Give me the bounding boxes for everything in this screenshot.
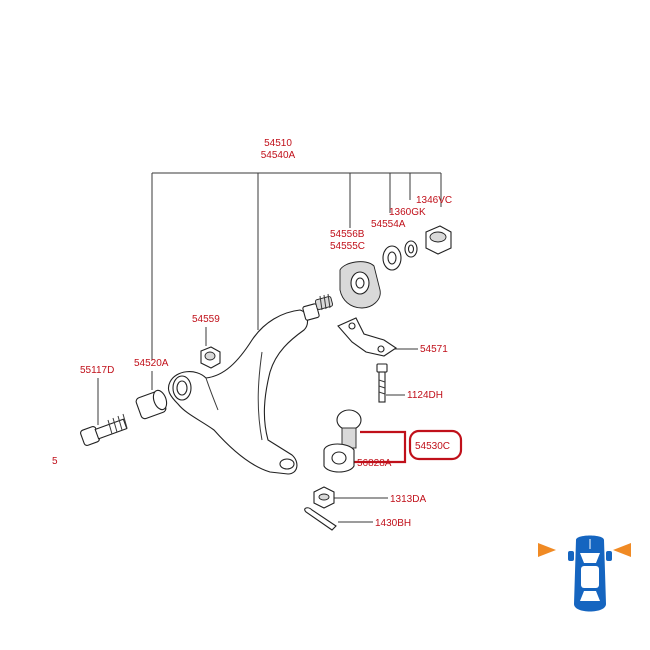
cotter-pin-1430BH[interactable] [304, 507, 337, 531]
car-top-view-icon [538, 535, 631, 612]
bolt-1124DH[interactable] [376, 363, 388, 403]
part-label-54520A[interactable]: 54520A [134, 358, 169, 369]
part-label-1360GK[interactable]: 1360GK [389, 207, 426, 218]
rear-bushing-stud[interactable] [302, 293, 334, 321]
part-label-54555C[interactable]: 54555C [330, 241, 365, 252]
ball-joint-54530C[interactable] [323, 409, 362, 473]
part-label-54556B[interactable]: 54556B [330, 229, 365, 240]
bolt-55117D[interactable] [80, 413, 128, 446]
highlight-box-54530C[interactable] [408, 429, 463, 461]
margin-mark: 5 [52, 456, 58, 467]
part-label-54540A[interactable]: 54540A [261, 150, 296, 161]
nut-1313DA[interactable] [313, 486, 335, 509]
arrow-right-icon [613, 543, 631, 557]
washer-54554A[interactable] [382, 245, 402, 271]
part-label-54571[interactable]: 54571 [420, 344, 448, 355]
part-label-54510[interactable]: 54510 [264, 138, 292, 149]
part-label-1124DH[interactable]: 1124DH [407, 390, 443, 401]
part-label-56828A[interactable]: 56828A [357, 458, 392, 469]
part-label-54559[interactable]: 54559 [192, 314, 220, 325]
part-label-55117D[interactable]: 55117D [80, 365, 114, 376]
part-label-54554A[interactable]: 54554A [371, 219, 406, 230]
nut-1346VC[interactable] [425, 225, 452, 255]
bracket-54571[interactable] [337, 317, 397, 357]
part-label-54530C[interactable]: 54530C [415, 441, 450, 452]
washer-1360GK[interactable] [404, 240, 418, 258]
part-label-1430BH[interactable]: 1430BH [375, 518, 411, 529]
arrow-left-icon [538, 543, 556, 557]
lower-control-arm[interactable] [167, 309, 309, 475]
part-labels: 54510 54540A 1346VC 1360GK 54554A 54556B… [52, 138, 452, 529]
rear-bushing-54555C[interactable] [339, 261, 381, 309]
part-label-1346VC[interactable]: 1346VC [416, 195, 452, 206]
nut-54559[interactable] [200, 346, 221, 369]
bushing-54520A[interactable] [135, 389, 169, 420]
part-label-1313DA[interactable]: 1313DA [390, 494, 426, 505]
highlight-bracket [352, 429, 463, 464]
